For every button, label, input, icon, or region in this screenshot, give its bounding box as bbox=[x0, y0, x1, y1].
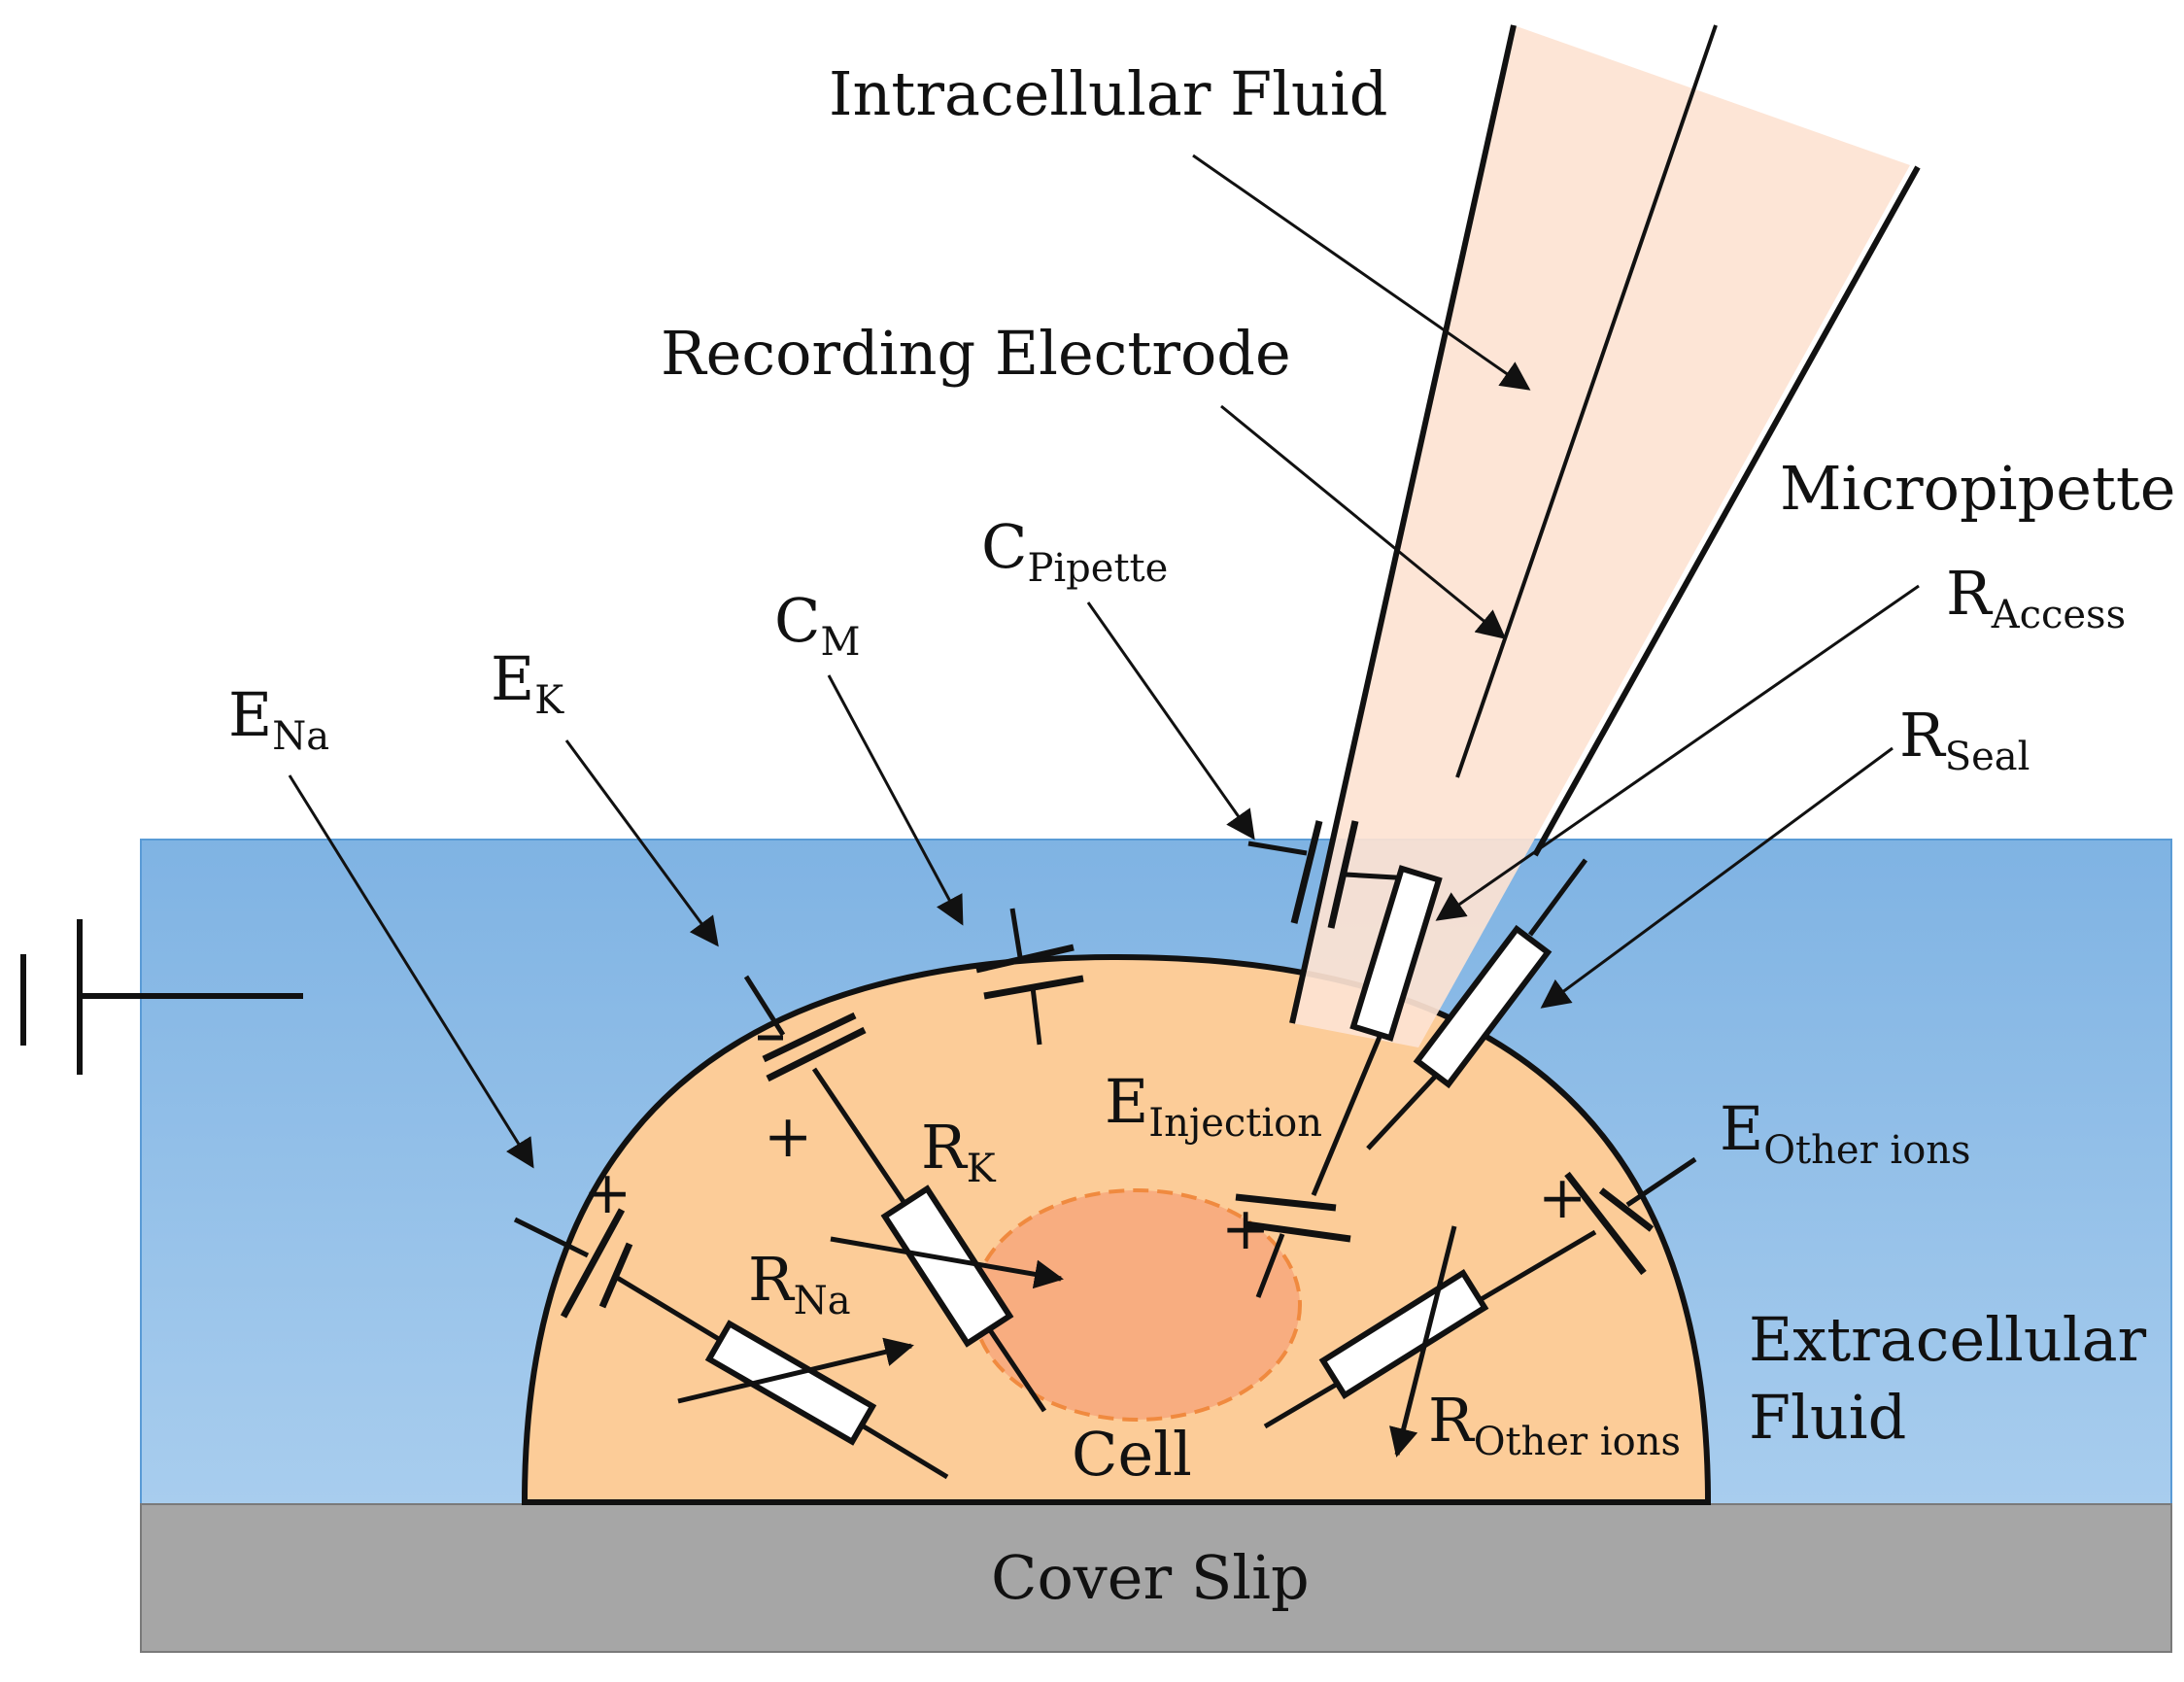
label-r-seal: RSeal bbox=[1899, 700, 2030, 779]
label-extracellular-line2: Fluid bbox=[1749, 1382, 1906, 1453]
micropipette-body bbox=[1292, 25, 1910, 1047]
label-e-k: EK bbox=[491, 643, 564, 723]
sodium-branch bbox=[513, 1208, 949, 1480]
label-r-k: RK bbox=[921, 1112, 997, 1191]
micropipette-left-wall bbox=[1289, 24, 1517, 1024]
label-c-pipette: CPipette bbox=[981, 511, 1168, 591]
label-micropipette: Micropipette bbox=[1780, 453, 2175, 524]
recording-electrode-wire bbox=[1455, 24, 1718, 778]
pipette-capacitor bbox=[1247, 820, 1429, 929]
ground-electrode bbox=[20, 919, 303, 1075]
label-r-access: RAccess bbox=[1946, 558, 2126, 637]
injection-source bbox=[1235, 1024, 1387, 1298]
label-c-m: CM bbox=[774, 585, 860, 665]
cover-slip bbox=[140, 1503, 2172, 1653]
micropipette-right-wall bbox=[1532, 165, 1921, 857]
access-resistor bbox=[1349, 865, 1443, 1042]
label-e-na: ENa bbox=[228, 679, 329, 759]
plus-sign-other: + bbox=[1538, 1164, 1587, 1232]
label-cell: Cell bbox=[1072, 1419, 1192, 1490]
plus-sign-k: + bbox=[764, 1103, 812, 1171]
plus-sign-injection: + bbox=[1221, 1195, 1270, 1263]
seal-resistor bbox=[1366, 858, 1588, 1150]
label-recording-electrode: Recording Electrode bbox=[661, 318, 1291, 389]
label-r-other-ions: ROther ions bbox=[1428, 1385, 1681, 1464]
label-r-na: RNa bbox=[748, 1244, 851, 1323]
plus-sign-na: + bbox=[583, 1159, 631, 1227]
pointer-arrows bbox=[288, 154, 1920, 1169]
other-ions-branch bbox=[1263, 1156, 1697, 1458]
potassium-branch bbox=[743, 975, 1064, 1413]
label-extracellular-line1: Extracellular bbox=[1749, 1304, 2147, 1375]
label-e-injection: EInjection bbox=[1105, 1066, 1322, 1146]
label-e-other-ions: EOther ions bbox=[1720, 1093, 1971, 1173]
label-intracellular-fluid: Intracellular Fluid bbox=[829, 58, 1387, 129]
membrane-capacitor bbox=[975, 908, 1084, 1046]
label-cover-slip: Cover Slip bbox=[991, 1542, 1310, 1613]
